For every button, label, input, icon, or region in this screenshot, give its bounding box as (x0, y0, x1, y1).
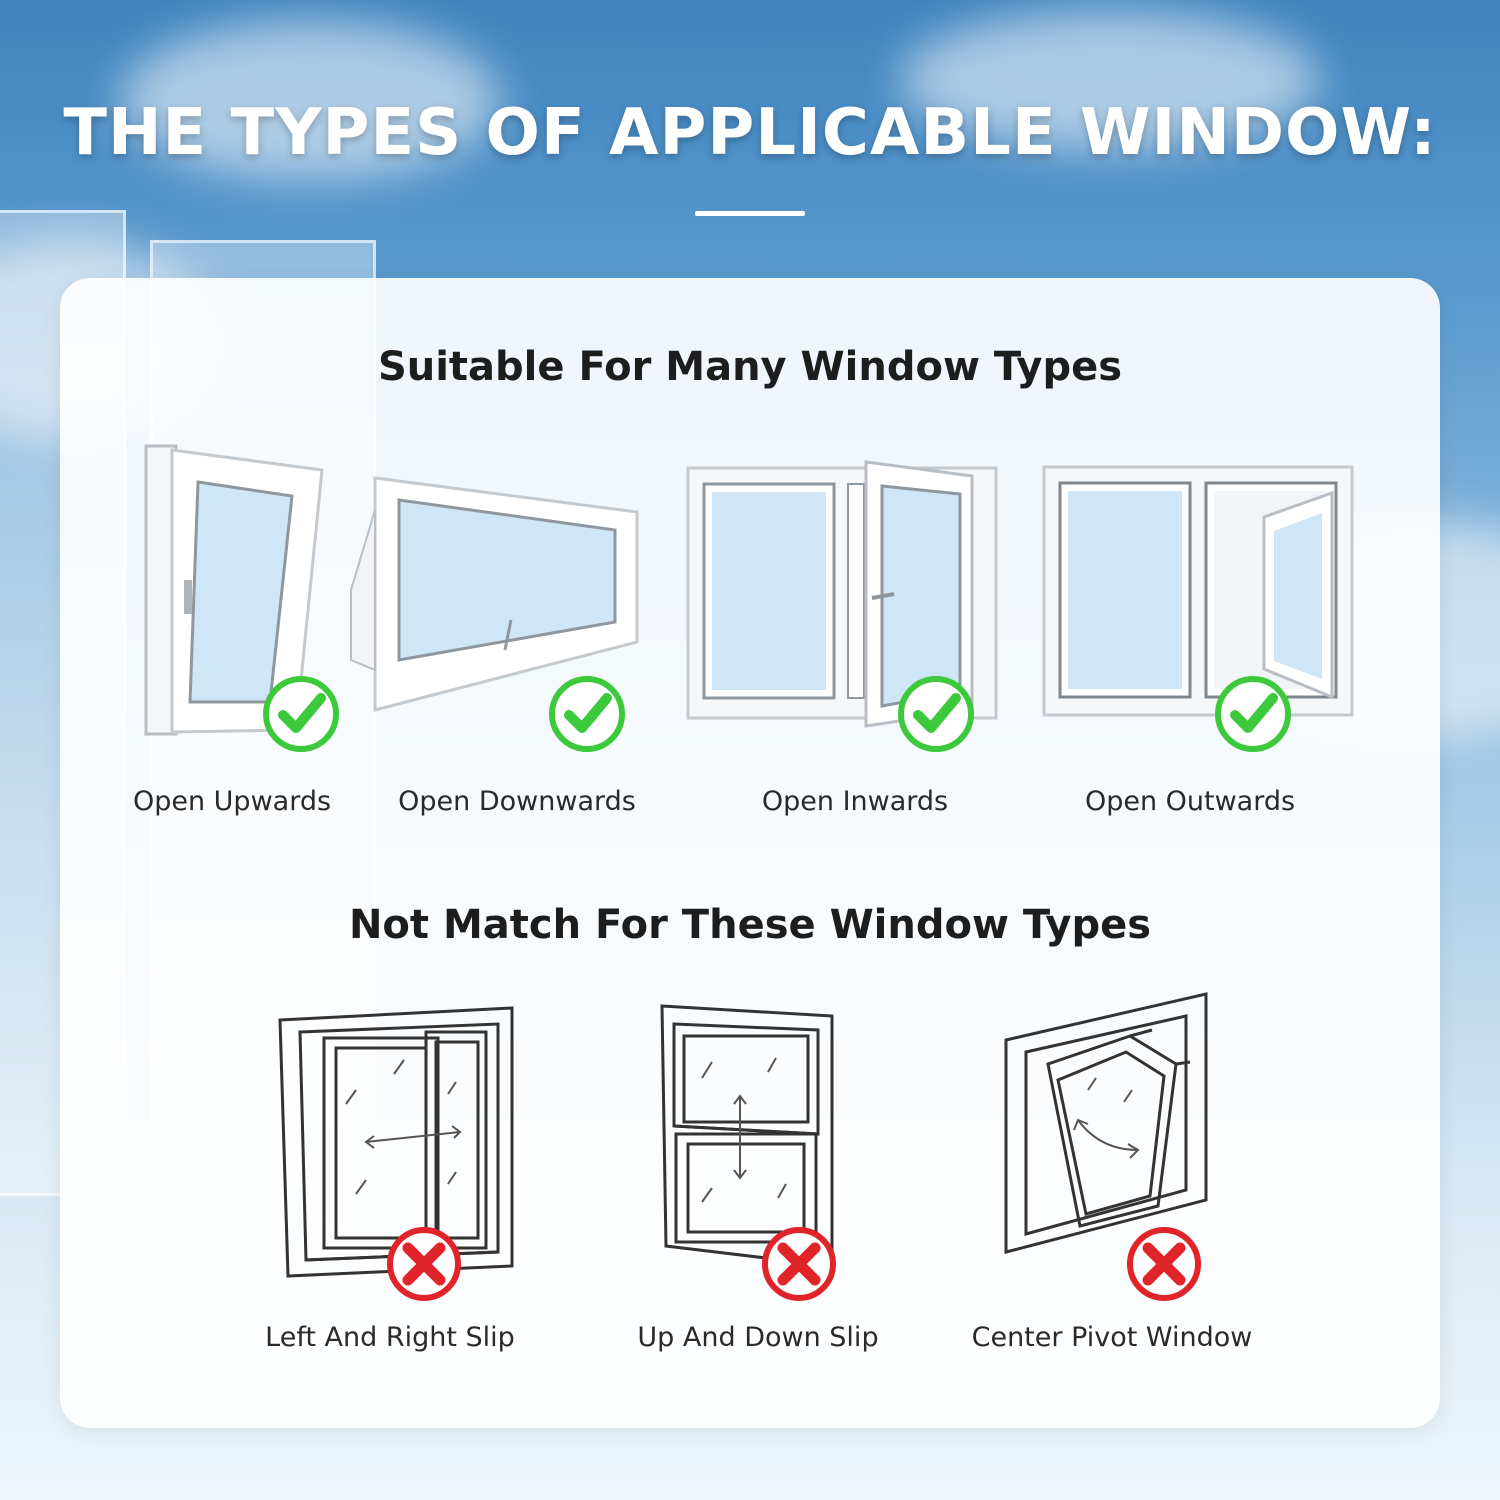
cross-icon (1127, 1227, 1201, 1301)
label-open-outwards: Open Outwards (1084, 786, 1296, 817)
label-open-inwards: Open Inwards (761, 786, 949, 817)
label-up-down-slip: Up And Down Slip (637, 1322, 879, 1353)
suitable-section-title: Suitable For Many Window Types (377, 344, 1123, 390)
check-icon (1215, 676, 1291, 752)
cross-icon (387, 1227, 461, 1301)
check-icon (898, 676, 974, 752)
title-divider (695, 211, 805, 216)
not-match-section-title: Not Match For These Window Types (348, 902, 1152, 948)
check-icon (263, 676, 339, 752)
label-open-downwards: Open Downwards (398, 786, 636, 817)
open-inwards-window-illustration (686, 460, 998, 728)
label-left-right-slip: Left And Right Slip (265, 1322, 515, 1353)
center-pivot-window-illustration (1004, 992, 1208, 1254)
label-open-upwards: Open Upwards (132, 786, 332, 817)
cross-icon (762, 1227, 836, 1301)
open-upwards-window-illustration (144, 444, 324, 736)
label-center-pivot-window: Center Pivot Window (971, 1322, 1253, 1353)
page-title: THE TYPES OF APPLICABLE WINDOW: (63, 96, 1437, 170)
open-downwards-window-illustration (350, 476, 639, 712)
check-icon (549, 676, 625, 752)
open-outwards-window-illustration (1042, 465, 1354, 717)
